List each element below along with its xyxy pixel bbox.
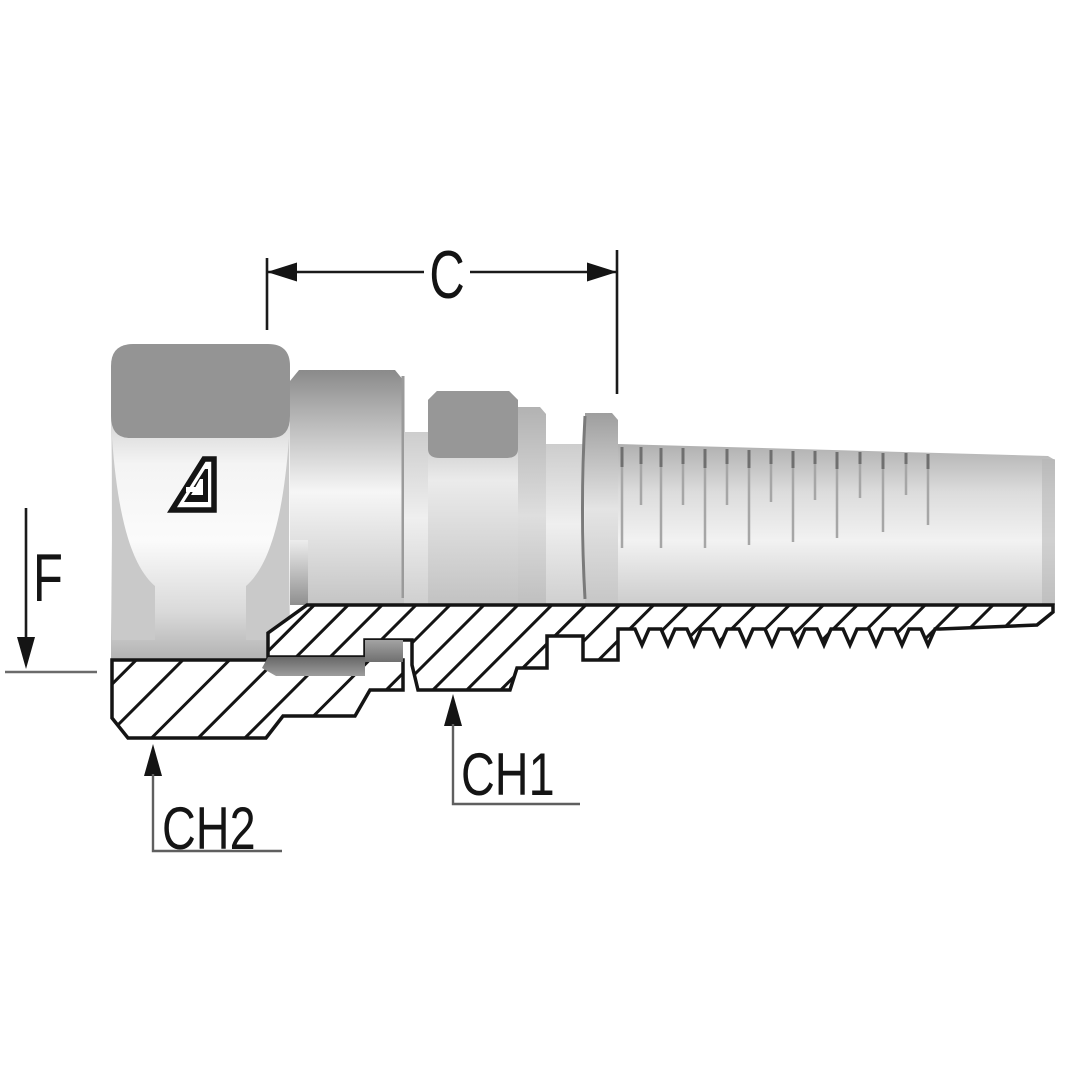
groove-shadow <box>365 640 403 662</box>
hose-tail-end-shade <box>1042 459 1055 605</box>
ferrule-left-seam <box>581 415 587 600</box>
leader-ch2-arrow <box>144 744 162 776</box>
leader-ch2-line <box>151 774 282 853</box>
swivel-nut-left-facet <box>112 438 155 640</box>
leader-ch2-label: CH2 <box>162 795 256 862</box>
leader-ch1-label: CH1 <box>461 741 555 808</box>
fitting-body <box>111 344 1055 660</box>
dim-c-label: C <box>429 236 464 313</box>
leader-ch1-line <box>451 724 580 806</box>
hose-tail-ribs <box>620 464 930 548</box>
dimension-c: C <box>265 236 619 394</box>
leader-ch1-arrow <box>444 694 462 726</box>
leader-ch1: CH1 <box>444 694 580 808</box>
thread-shadow-band <box>262 657 365 676</box>
swivel-nut-top-facet <box>111 344 290 438</box>
neck-1 <box>404 432 428 605</box>
dim-c-arrow-left <box>267 262 297 282</box>
brand-logo <box>167 456 217 513</box>
dimension-f: F <box>5 508 97 674</box>
swivel-nut-right-facet <box>246 438 289 640</box>
dim-c-arrow-right <box>587 262 617 282</box>
hex-ch1-top-facet <box>428 391 518 458</box>
hose-tail-rib-tips <box>620 447 930 469</box>
section-nut <box>110 658 405 740</box>
neck-2 <box>546 444 585 605</box>
ferrule-ring <box>585 413 618 605</box>
dim-f-arrow <box>17 637 35 669</box>
swivel-collar <box>290 370 404 605</box>
step-ring <box>518 407 546 605</box>
leader-ch2: CH2 <box>144 744 282 862</box>
section-insert <box>266 603 1055 692</box>
brand-logo-notch <box>186 487 196 492</box>
dim-f-label: F <box>33 539 63 616</box>
cross-section <box>110 603 1055 740</box>
